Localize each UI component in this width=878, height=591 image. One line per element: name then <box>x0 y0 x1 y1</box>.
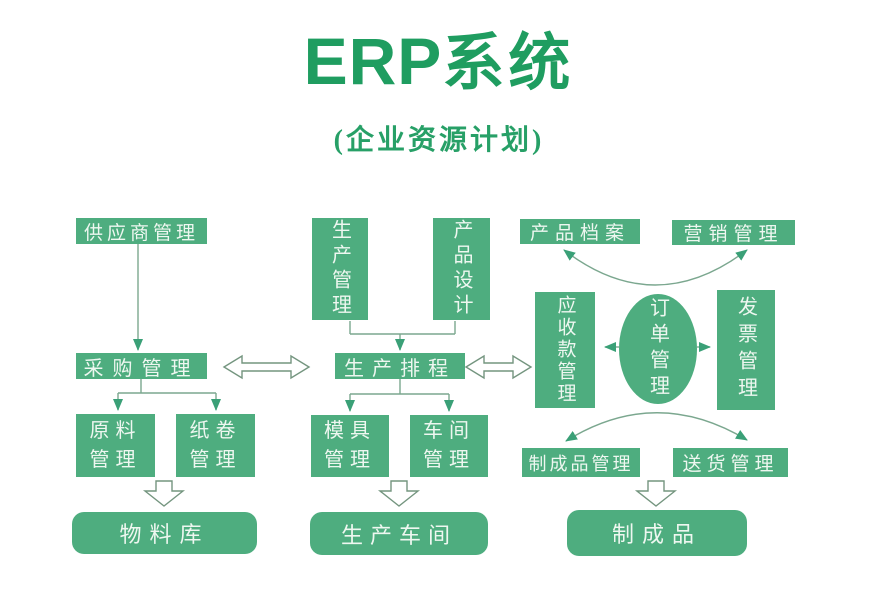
node-purchasing-mgmt: 采购管理 <box>76 353 207 380</box>
node-production-scheduling: 生产排程 <box>335 353 465 380</box>
node-receivables-mgmt: 应收款管理 <box>535 292 595 408</box>
page-subtitle: (企业资源计划) <box>333 125 545 156</box>
node-supplier-mgmt: 供应商管理 <box>76 218 207 244</box>
connector-purchasing-split <box>118 379 216 394</box>
node-material-warehouse: 物料库 <box>72 512 257 554</box>
connector-scheduling-split <box>350 379 449 395</box>
connector-to-scheduling <box>349 321 456 335</box>
node-finished-goods: 制成品 <box>567 510 747 556</box>
order-management-ellipse <box>619 294 697 404</box>
page-title: ERP系统 <box>0 28 878 95</box>
node-paper-roll-mgmt: 纸卷管理 <box>176 414 255 477</box>
node-mold-mgmt: 模具管理 <box>311 415 389 477</box>
title-system: 系统 <box>442 30 575 98</box>
node-invoice-mgmt: 发票管理 <box>717 290 775 410</box>
block-arrow-to-finished-goods <box>634 480 678 507</box>
node-product-archive: 产品档案 <box>520 219 640 244</box>
arc-order-to-archive-and-marketing <box>563 249 748 286</box>
block-arrow-to-production-workshop <box>377 480 421 507</box>
node-production-mgmt: 生产管理 <box>312 218 368 320</box>
arc-order-to-finishedgoods-and-delivery <box>565 412 748 442</box>
title-erp: ERP <box>303 24 443 98</box>
node-production-workshop: 生产车间 <box>310 512 488 555</box>
node-raw-material-mgmt: 原料管理 <box>76 414 155 477</box>
node-workshop-mgmt: 车间管理 <box>410 415 488 477</box>
node-marketing-mgmt: 营销管理 <box>672 220 795 245</box>
node-delivery-mgmt: 送货管理 <box>673 448 788 477</box>
node-product-design: 产品设计 <box>433 218 490 320</box>
node-finished-goods-mgmt: 制成品管理 <box>522 448 640 477</box>
double-arrow-scheduling-receivables <box>464 354 533 380</box>
node-order-mgmt-label: 订单管理 <box>646 297 669 401</box>
double-arrow-purchasing-scheduling <box>222 354 311 380</box>
block-arrow-to-material-warehouse <box>142 480 186 507</box>
